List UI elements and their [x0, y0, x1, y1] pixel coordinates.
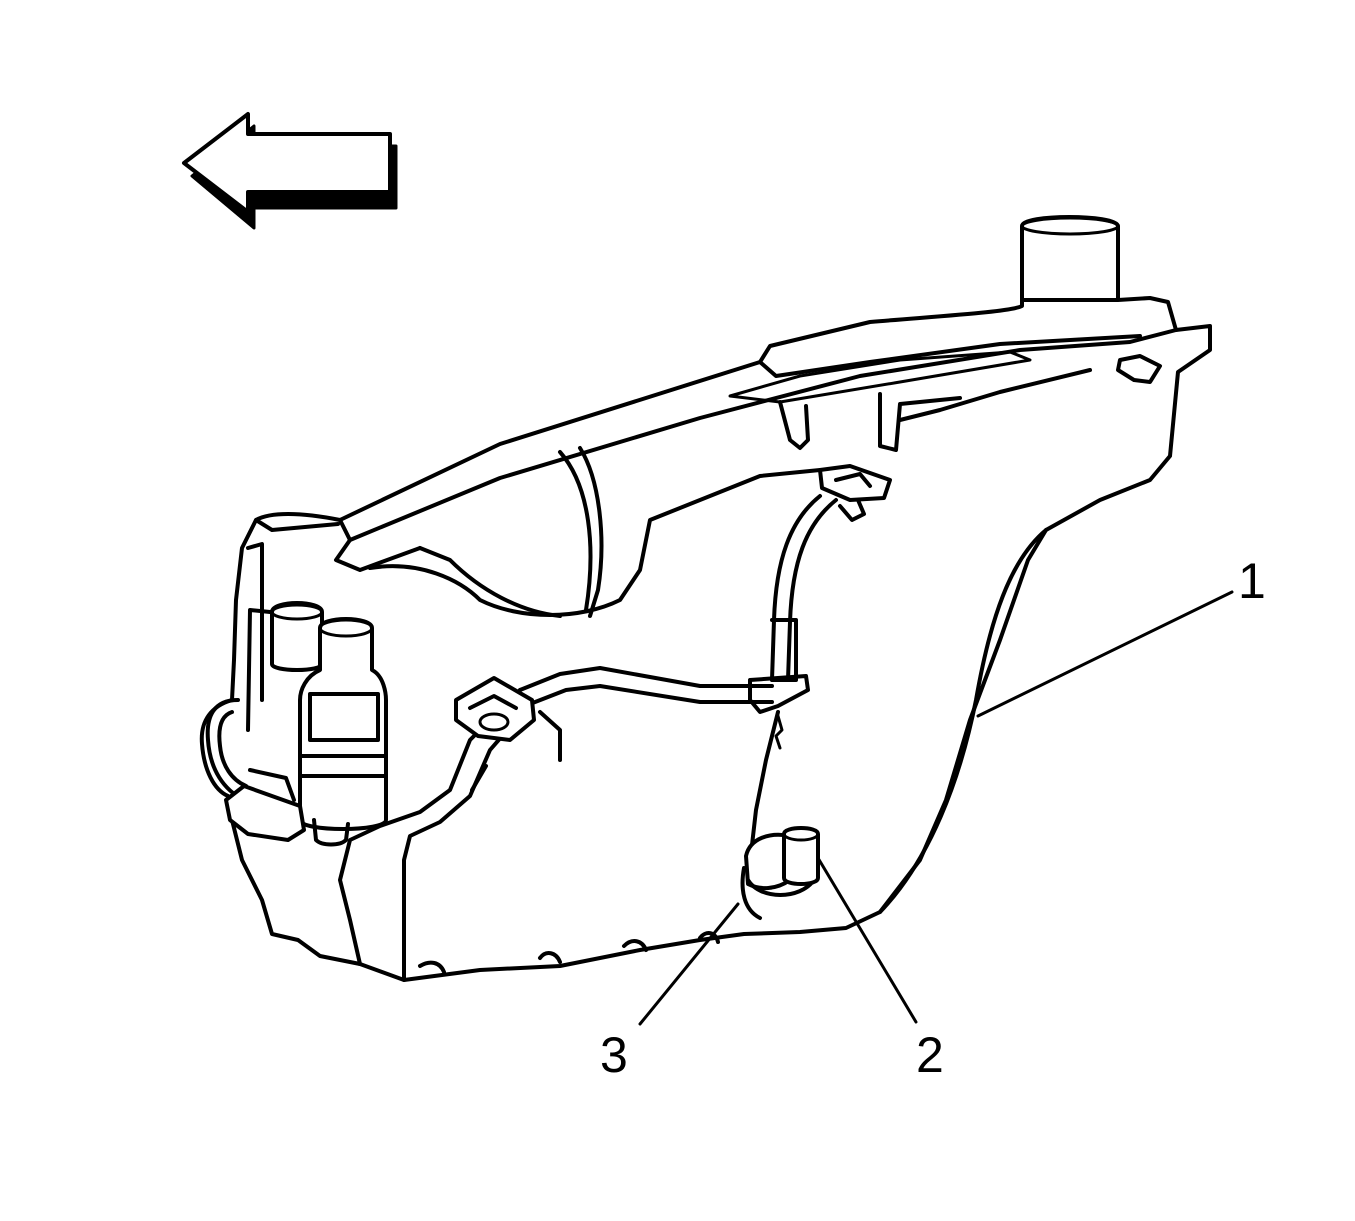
left-arrow-icon — [182, 112, 398, 230]
outlet-fitting — [740, 826, 820, 920]
callout-3-label: 3 — [600, 1027, 628, 1083]
washer-reservoir — [199, 215, 1212, 982]
washer-pump-motors — [270, 601, 388, 847]
callout-leaders — [638, 590, 1234, 1026]
callout-1-label: 1 — [1238, 553, 1266, 609]
callout-2-label: 2 — [916, 1027, 944, 1083]
